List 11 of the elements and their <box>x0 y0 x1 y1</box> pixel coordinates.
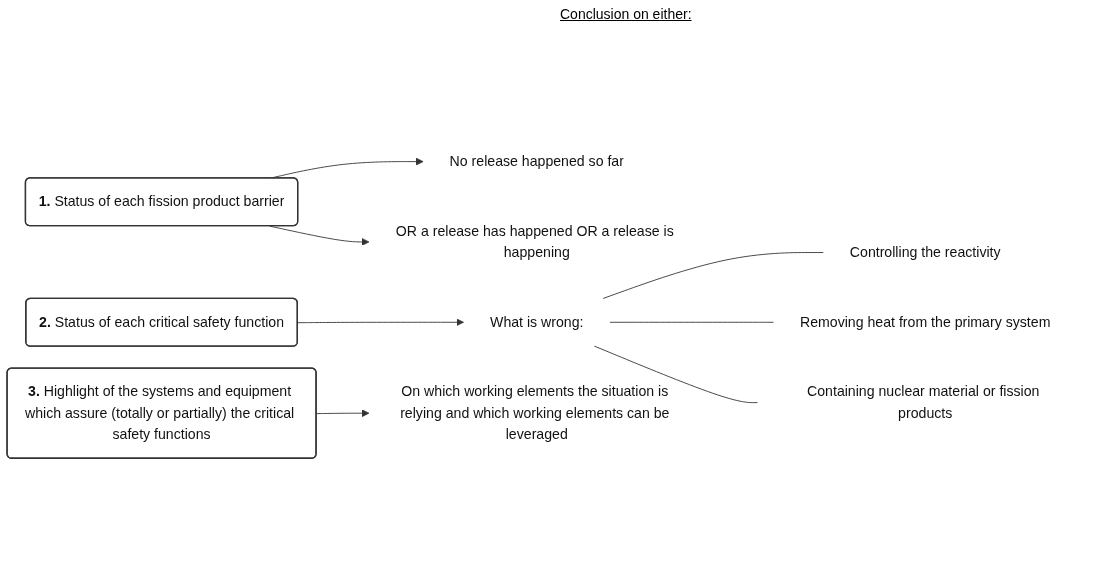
connector <box>609 321 774 323</box>
node-text: No release happened so far <box>449 153 624 169</box>
heading-text: Conclusion on either: <box>560 6 692 22</box>
node-text: Controlling the reactivity <box>849 244 1001 260</box>
node-text: On which working elements the situation is relying and which working elements can be leveraged <box>400 384 670 442</box>
node-text: Removing heat from the primary system <box>799 314 1051 330</box>
connector <box>602 252 824 299</box>
connector <box>593 345 758 404</box>
node-text: What is wrong: <box>490 314 584 330</box>
node-text: Containing nuclear material or fission products <box>807 384 1040 421</box>
node-text: OR a release has happened OR a release is happening <box>395 223 674 260</box>
